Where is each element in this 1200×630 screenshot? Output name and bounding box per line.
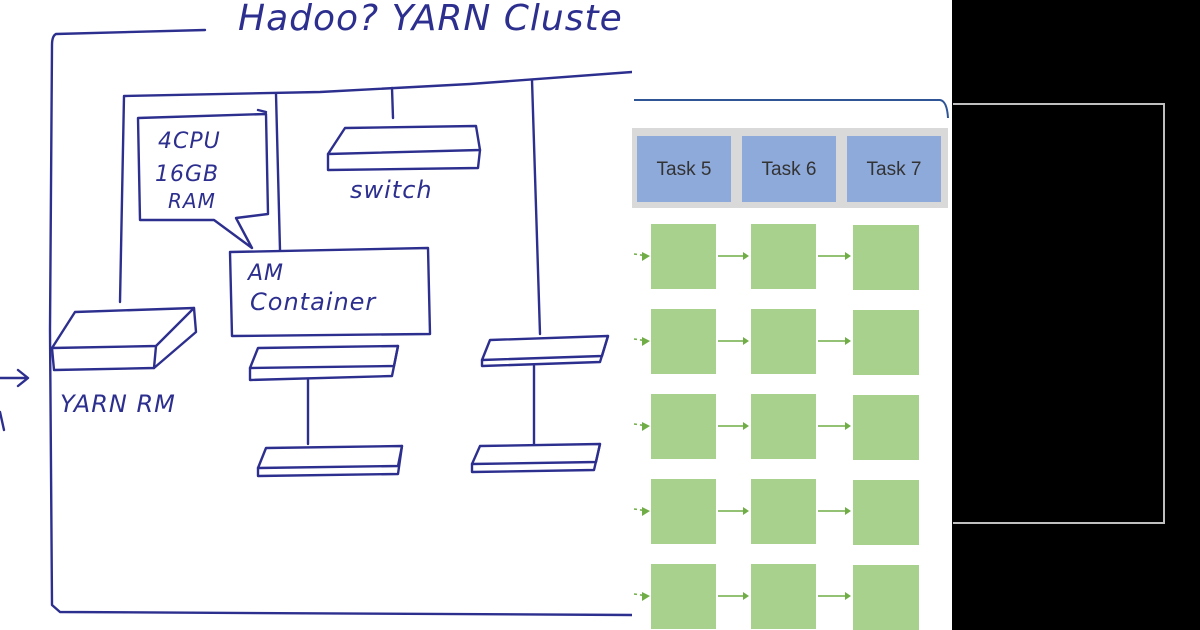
ram-label-size: 16GB [155,162,219,187]
task-cell [651,394,716,459]
dark-panel-frame [953,103,1165,524]
switch-device: switch [326,124,482,204]
task-cell [751,224,816,289]
rack-line-middle [274,92,282,252]
task-header-7 [847,136,941,202]
incoming-arrowhead [642,422,650,431]
cpu-label: 4CPU [158,129,221,154]
am-container-box: AM Container [228,246,432,338]
switch-uplink [390,86,395,120]
container-label: Container [250,288,377,316]
task-cell [853,310,919,375]
task-flow-arrowhead [743,507,749,515]
task-flow-arrowhead [743,422,749,430]
task-cell [651,479,716,544]
task-cell [751,479,816,544]
task-bracket [634,99,949,119]
task-flow-arrowhead [845,252,851,260]
server-right-top [480,334,610,368]
sketch-panel: Hadoo? YARN Cluste 4CPU 16GB RAM switch … [0,0,634,630]
task-flow-arrowhead [743,592,749,600]
task-flow-arrowhead [743,337,749,345]
task-cell [751,394,816,459]
task-header-label: Task 5 [657,159,712,180]
task-header-6 [742,136,836,202]
task-flow-arrowhead [845,337,851,345]
task-flow-arrowhead [743,252,749,260]
incoming-dependency-arrow [633,253,649,257]
task-cell [853,480,919,545]
task-cell [651,564,716,629]
incoming-dependency-arrow [633,593,649,597]
dark-panel [952,0,1200,630]
server-right-bottom [470,442,602,474]
task-grid [633,224,919,630]
task-header-5 [637,136,731,202]
task-cell [751,564,816,629]
ram-label-unit: RAM [168,189,216,213]
incoming-dependency-arrow [633,338,649,342]
incoming-arrowhead [642,337,650,346]
incoming-dependency-arrow [633,423,649,427]
task-header-label: Task 6 [762,159,817,180]
cluster-top-edge [123,70,634,98]
task-cell [651,309,716,374]
task-flow-arrowhead [845,507,851,515]
cluster-boundary [48,28,634,617]
task-cell [853,395,919,460]
sketch-paper [0,0,632,630]
resource-bubble: 4CPU 16GB RAM [136,108,270,250]
incoming-dependency-arrow [633,508,649,512]
incoming-arrowhead [642,507,650,516]
rack-line-right [530,78,542,336]
task-headers: Task 5 Task 6 Task 7 [637,136,941,202]
yarn-rm-label: YARN RM [60,390,176,418]
task-flow-arrowhead [845,592,851,600]
am-label: AM [246,261,284,286]
task-cell [751,309,816,374]
rack-line-left [118,94,126,304]
task-cell [853,225,919,290]
task-panel: Task 5 Task 6 Task 7 [632,0,952,630]
task-header-label: Task 7 [867,159,922,180]
incoming-arrow [0,368,30,388]
incoming-arrowhead [642,592,650,601]
dark-panel-bg [952,0,1200,630]
server-middle-bottom [256,444,404,478]
sketch-title: Hadoo? YARN Cluste [238,0,623,39]
switch-label: switch [350,176,433,204]
task-flow-arrowhead [845,422,851,430]
incoming-arrowhead [642,252,650,261]
task-cell [651,224,716,289]
server-middle-top [248,344,400,382]
yarn-rm-node: YARN RM [0,306,198,432]
task-cell [853,565,919,630]
